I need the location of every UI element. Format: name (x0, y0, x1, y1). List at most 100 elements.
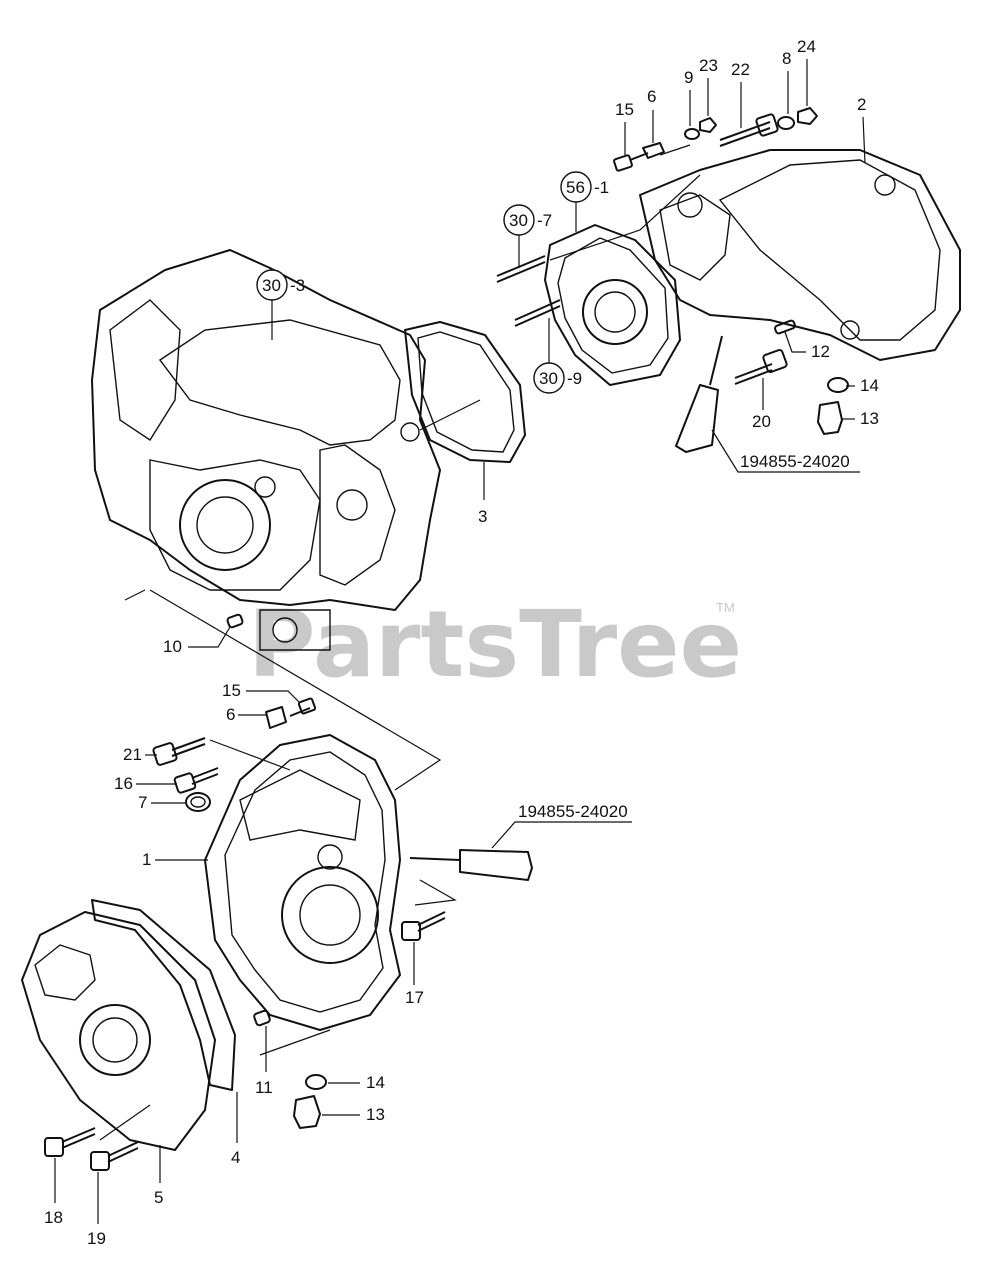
callout-part-number: 194855-24020 (740, 452, 850, 471)
callout-sealant-bottom: 194855-24020 (491, 802, 632, 849)
callout-label: 5 (154, 1188, 163, 1207)
callout-label: 23 (699, 56, 718, 75)
seal-7[interactable] (185, 792, 211, 812)
callout-label: 13 (860, 409, 879, 428)
callout-suffix: -1 (594, 178, 609, 197)
nut-23[interactable] (699, 117, 717, 133)
callout-label: 6 (226, 705, 235, 724)
front-cover-5[interactable] (21, 911, 216, 1151)
callout-label: 1 (142, 850, 151, 869)
bolt-15-bottom[interactable] (289, 697, 317, 717)
bolt-19[interactable] (90, 1141, 139, 1171)
callout-56-1: 56 -1 (560, 171, 609, 232)
callout-5: 5 (154, 1145, 163, 1207)
callout-label: 21 (123, 745, 142, 764)
callout-label: 14 (366, 1073, 385, 1092)
callout-label: 22 (731, 60, 750, 79)
pin-11[interactable] (253, 1009, 271, 1027)
callout-label: 16 (114, 774, 133, 793)
callout-sealant-top: 194855-24020 (711, 429, 860, 473)
bolt-16[interactable] (173, 767, 219, 794)
stud-bolt-30-7[interactable] (496, 255, 546, 283)
callout-2: 2 (857, 95, 866, 164)
stud-bolt-30-9[interactable] (514, 299, 561, 327)
intermediate-cover[interactable] (544, 224, 681, 386)
callout-circle-number: 56 (566, 178, 585, 197)
callout-6-bottom: 6 (226, 705, 266, 724)
callout-label: 4 (231, 1148, 240, 1167)
o-ring-14-top[interactable] (827, 377, 849, 393)
callout-label: 3 (478, 507, 487, 526)
callout-3: 3 (478, 462, 487, 526)
callout-label: 12 (811, 342, 830, 361)
gasket-4[interactable] (91, 899, 236, 1091)
callout-30-3: 30 -3 (256, 269, 305, 340)
callout-30-7: 30 -7 (503, 204, 552, 268)
callout-label: 14 (860, 376, 879, 395)
callout-14-top: 14 (846, 376, 879, 395)
callout-14-bottom: 14 (328, 1073, 385, 1092)
callout-24: 24 (797, 37, 816, 106)
callout-21: 21 (123, 745, 157, 764)
callout-16: 16 (114, 774, 177, 793)
callout-30-9: 30 -9 (533, 318, 582, 394)
upper-case-2[interactable] (639, 149, 961, 361)
transmission-case[interactable] (91, 249, 441, 651)
gasket-3[interactable] (404, 321, 526, 463)
bolt-15-top[interactable] (613, 152, 649, 172)
callout-label: 10 (163, 637, 182, 656)
sealant-tube-bottom[interactable] (409, 849, 533, 881)
plug-13-top[interactable] (817, 401, 843, 435)
callout-19: 19 (87, 1172, 106, 1248)
callout-13-top: 13 (842, 409, 879, 428)
callout-7: 7 (138, 793, 186, 812)
callout-20: 20 (752, 378, 771, 431)
callout-23: 23 (699, 56, 718, 116)
callout-label: 18 (44, 1208, 63, 1227)
bolt-17[interactable] (401, 911, 446, 941)
pin-12[interactable] (774, 319, 796, 335)
callout-label: 24 (797, 37, 816, 56)
callout-label: 2 (857, 95, 866, 114)
lower-case-1[interactable] (204, 734, 401, 1031)
callout-9: 9 (684, 68, 693, 126)
o-ring-14-bottom[interactable] (305, 1074, 327, 1090)
assembly-lines (99, 144, 701, 1141)
callout-suffix: -7 (537, 211, 552, 230)
callout-label: 6 (647, 87, 656, 106)
callout-6-top: 6 (647, 87, 656, 143)
callout-17: 17 (405, 942, 424, 1007)
callout-label: 7 (138, 793, 147, 812)
callout-13-bottom: 13 (322, 1105, 385, 1124)
callout-8: 8 (782, 49, 791, 114)
watermark-trademark: TM (716, 600, 735, 615)
callout-circle-number: 30 (509, 211, 528, 230)
callout-18: 18 (44, 1158, 63, 1227)
nut-24[interactable] (797, 107, 818, 125)
bracket-6-bottom[interactable] (265, 706, 287, 729)
callout-22: 22 (731, 60, 750, 128)
bolt-20[interactable] (734, 348, 788, 385)
callout-circle-number: 30 (539, 369, 558, 388)
callout-label: 11 (255, 1078, 273, 1097)
callout-label: 13 (366, 1105, 385, 1124)
watermark-text: PartsTree (248, 591, 742, 698)
callout-12: 12 (784, 331, 830, 361)
callout-label: 9 (684, 68, 693, 87)
washer-8[interactable] (777, 116, 795, 130)
callout-label: 15 (222, 681, 241, 700)
callout-15-top: 15 (615, 100, 634, 155)
callout-label: 17 (405, 988, 424, 1007)
plug-13-bottom[interactable] (293, 1095, 321, 1129)
bolt-18[interactable] (44, 1127, 96, 1157)
callout-label: 19 (87, 1229, 106, 1248)
sealant-tube-top[interactable] (675, 335, 723, 453)
dowel-pin-10[interactable] (226, 613, 244, 629)
bracket-6-top[interactable] (642, 142, 665, 159)
callout-4: 4 (231, 1092, 240, 1167)
callout-label: 8 (782, 49, 791, 68)
bolt-22[interactable] (719, 113, 779, 147)
callout-10: 10 (163, 626, 231, 656)
bolt-21[interactable] (152, 737, 206, 766)
washer-9[interactable] (684, 128, 700, 140)
